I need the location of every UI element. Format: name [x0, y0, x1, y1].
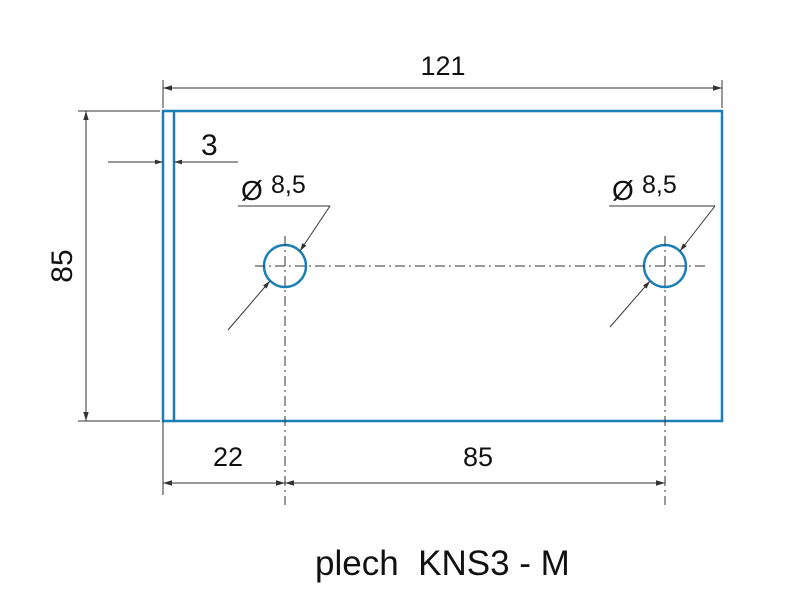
drawing-title: plech KNS3 - M: [315, 544, 570, 583]
dimension-width-label: 121: [420, 51, 465, 81]
leader-hole-right: [609, 205, 716, 328]
dimension-bottom: [162, 421, 665, 495]
diameter-symbol-left: Ø: [241, 175, 263, 206]
dimension-width: [162, 80, 723, 108]
dimension-edge-label: 3: [201, 129, 218, 162]
leader-hole-left: [227, 205, 331, 331]
center-lines: [255, 236, 706, 505]
diameter-symbol-right: Ø: [612, 175, 634, 206]
hole-left-diameter: 8,5: [271, 171, 306, 199]
dimension-spacing-label: 85: [463, 442, 493, 472]
dimension-height: [78, 110, 160, 422]
dimension-offset-label: 22: [213, 442, 243, 472]
dimension-height-label: 85: [46, 249, 79, 282]
hole-right-diameter: 8,5: [642, 171, 677, 199]
